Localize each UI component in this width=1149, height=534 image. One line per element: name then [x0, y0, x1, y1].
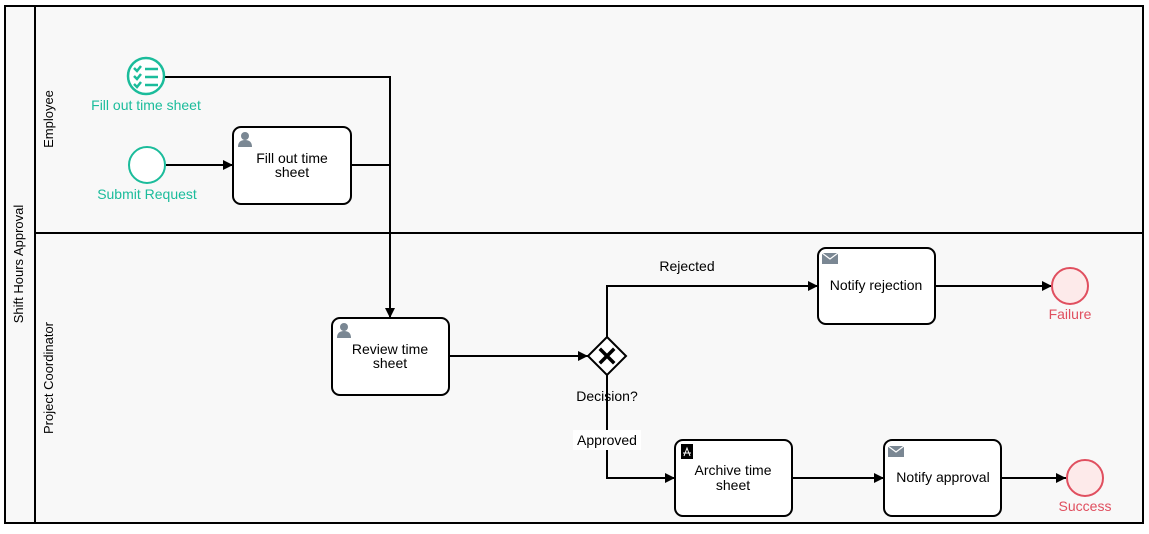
task-notify-approval-label: Notify approval — [896, 469, 989, 485]
task-archive-line-1: Archive time — [694, 462, 771, 478]
task-fill-out-line-1: Fill out time — [256, 150, 328, 166]
flow-gateway-approved[interactable] — [606, 375, 675, 483]
pdf-icon — [681, 444, 693, 459]
task-fill-out-time-sheet[interactable]: Fill out time sheet — [232, 126, 352, 205]
conditional-start-label: Fill out time sheet — [91, 97, 201, 113]
failure-end-label: Failure — [1049, 306, 1092, 322]
success-end-event[interactable] — [1066, 459, 1104, 497]
task-archive-time-sheet[interactable]: Archive time sheet — [674, 439, 793, 517]
flow-conditional-to-review[interactable] — [165, 76, 395, 318]
start-event[interactable] — [128, 146, 166, 184]
task-notify-rejection[interactable]: Notify rejection — [817, 247, 936, 325]
user-icon — [238, 132, 252, 147]
task-notify-rejection-label: Notify rejection — [830, 277, 923, 293]
task-archive-line-2: sheet — [716, 477, 750, 493]
user-icon — [337, 323, 351, 338]
envelope-icon — [821, 252, 839, 264]
lane-label-employee: Employee — [41, 90, 56, 148]
list-icon — [133, 65, 158, 89]
failure-end-event[interactable] — [1051, 267, 1089, 305]
flow-gateway-rejected[interactable] — [606, 281, 818, 337]
task-notify-approval[interactable]: Notify approval — [883, 439, 1002, 517]
exclusive-gateway[interactable] — [586, 335, 628, 377]
lane-label-project-coordinator: Project Coordinator — [41, 321, 56, 434]
task-review-line-1: Review time — [352, 341, 428, 357]
envelope-icon — [887, 445, 905, 457]
conditional-start-event[interactable] — [126, 56, 166, 96]
flow-label-approved-bg — [573, 430, 641, 450]
task-review-line-2: sheet — [373, 355, 407, 371]
flow-label-approved: Approved — [577, 432, 637, 448]
task-review-time-sheet[interactable]: Review time sheet — [331, 317, 450, 396]
success-end-label: Success — [1059, 498, 1112, 514]
exclusive-x-icon — [598, 347, 616, 365]
pool-label: Shift Hours Approval — [11, 205, 26, 324]
task-fill-out-line-2: sheet — [275, 164, 309, 180]
flow-label-rejected: Rejected — [659, 258, 714, 274]
gateway-label: Decision? — [576, 388, 638, 404]
start-event-label: Submit Request — [97, 186, 197, 202]
